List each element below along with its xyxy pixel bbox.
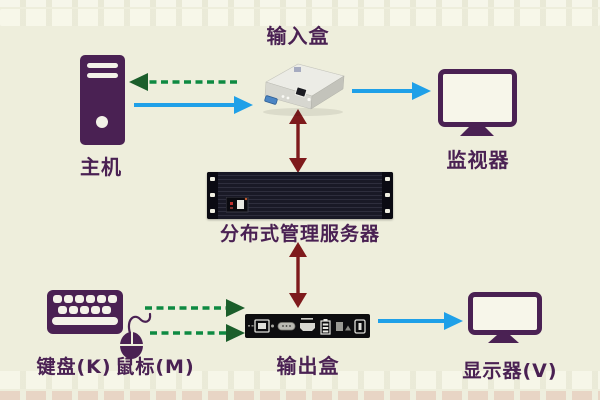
arrow-keyboard-to-output-green	[145, 299, 245, 317]
host-label: 主机	[80, 155, 122, 179]
keyboard-key	[58, 306, 67, 314]
input-box-ports	[281, 86, 311, 102]
mouse-button-divider	[120, 344, 143, 346]
keyboard-key	[86, 295, 95, 303]
tower-drive-slot	[87, 63, 118, 68]
keyboard-key	[80, 306, 89, 314]
mouse-button-divider	[130, 332, 133, 345]
server-screw-hole	[385, 177, 390, 181]
server-screw-hole	[210, 177, 215, 181]
arrow-mouse-to-output-green	[150, 324, 245, 342]
keyboard-icon	[47, 290, 123, 334]
server-screw-hole	[210, 193, 215, 197]
tower-drive-slot	[87, 73, 118, 78]
keyboard-key	[91, 306, 100, 314]
output-box-ports	[248, 318, 366, 335]
keyboard-key	[64, 295, 73, 303]
monitor-stand	[460, 127, 494, 136]
keyboard-key	[53, 295, 62, 303]
keyboard-key	[69, 306, 78, 314]
keyboard-key	[75, 295, 84, 303]
keyboard-label: 键盘(K)	[36, 356, 112, 378]
input-box-label: 输入盒	[266, 24, 330, 48]
server-front-panel	[226, 197, 249, 213]
arrow-output-to-display-blue	[378, 312, 463, 330]
keyboard-spacebar	[52, 317, 118, 325]
host-tower-icon	[80, 55, 125, 145]
keyboard-key	[102, 306, 111, 314]
server-screw-hole	[385, 193, 390, 197]
tower-power-button	[96, 116, 108, 128]
mouse-icon	[120, 332, 143, 359]
server-screw-hole	[210, 209, 215, 213]
arrow-input-server-red-double	[289, 109, 307, 173]
server-label: 分布式管理服务器	[219, 223, 381, 245]
monitor-label: 监视器	[446, 148, 510, 172]
keyboard-key	[97, 295, 106, 303]
output-box-icon	[245, 314, 370, 338]
server-screw-hole	[385, 209, 390, 213]
arrow-server-output-red-double	[289, 242, 307, 308]
server-rack-ear	[207, 172, 218, 219]
arrow-host-to-input-blue	[134, 96, 253, 114]
display-icon	[468, 292, 542, 335]
arrow-input-to-host-green	[129, 73, 237, 91]
input-box-logo	[294, 67, 301, 72]
input-box-icon	[263, 63, 345, 116]
server-icon	[207, 172, 393, 219]
server-rack-ear	[382, 172, 393, 219]
display-stand	[488, 335, 519, 343]
keyboard-key	[108, 295, 117, 303]
mouse-label: 鼠标(M)	[115, 356, 195, 378]
input-box-vga-port	[264, 95, 278, 105]
monitor-icon	[438, 69, 517, 127]
arrow-input-to-monitor-blue	[352, 82, 431, 100]
mouse-cable	[127, 312, 152, 335]
display-label: 显示器(V)	[462, 360, 558, 382]
output-box-label: 输出盒	[276, 354, 340, 378]
